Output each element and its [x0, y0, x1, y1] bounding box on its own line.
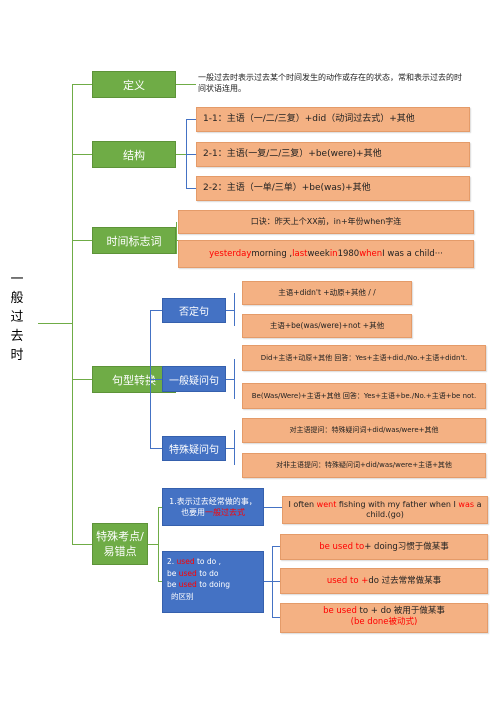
trap-box-2-line: 的区别: [171, 591, 194, 601]
question-node: 一般疑问句: [162, 366, 226, 392]
time-word: I was a child···: [382, 248, 443, 259]
structure-item: 2-2：主语（一单/三单）+be(was)+其他: [196, 176, 470, 201]
used-to-line: be used to + do 被用于做某事: [323, 606, 445, 616]
structure-item: 1-1：主语（一/二/三复）+did（动词过去式）+其他: [196, 107, 470, 132]
branch-connector: [72, 84, 92, 85]
traps-label: 特殊考点/易错点: [96, 530, 144, 558]
time-words-node: 时间标志词: [92, 227, 176, 254]
sentence-link: [150, 379, 162, 380]
root-connector: [38, 323, 72, 324]
special-node: 特殊疑问句: [162, 436, 226, 461]
used-to-line: (be done被动式): [350, 616, 418, 627]
question-tick: [226, 379, 234, 380]
question-bracket: [234, 359, 235, 399]
negative-node: 否定句: [162, 298, 226, 323]
used-to-item: used to + do 过去常常做某事: [280, 568, 488, 594]
sentence-link: [150, 310, 162, 311]
title-char: 过: [10, 310, 24, 325]
special-item: 对非主语提问：特殊疑问词+did/was/were+主语+其他: [242, 453, 486, 478]
sentence-hook: [140, 379, 150, 380]
title-char: 时: [10, 348, 24, 363]
time-word: last: [292, 248, 308, 259]
structure-node: 结构: [92, 141, 176, 168]
trap-box-2-line: be used to do: [167, 568, 219, 578]
structure-tick: [186, 119, 196, 120]
title-char: 去: [10, 329, 24, 344]
trap1-example: I often went fishing with my father when…: [282, 496, 488, 524]
used-to-item: be used to + doing习惯于做某事: [280, 534, 488, 560]
structure-connector: [176, 154, 186, 155]
traps-node: 特殊考点/易错点: [92, 523, 148, 565]
trap2-bracket: [272, 546, 273, 618]
traps-connector: [148, 544, 158, 545]
time-word: when: [359, 248, 383, 259]
structure-tick: [186, 188, 196, 189]
branch-connector: [72, 379, 92, 380]
time-examples: yesterday morning ,last week in 1980 whe…: [178, 240, 474, 268]
definition-node: 定义: [92, 71, 176, 98]
time-word: 1980: [337, 248, 360, 259]
title-char: 般: [10, 291, 24, 306]
negative-tick: [226, 310, 234, 311]
trap2-connector: [264, 581, 272, 582]
branch-connector: [72, 154, 92, 155]
trap-box-2-line: be used to doing: [167, 580, 231, 589]
trap-box-2: 2. used to do , be used to do be used to…: [162, 551, 264, 613]
question-item: Did+主语+动原+其他 回答：Yes+主语+did./No.+主语+didn'…: [242, 345, 486, 371]
trap2-tick: [272, 546, 280, 547]
time-connector: [176, 240, 178, 241]
trap2-tick: [272, 581, 280, 582]
trap-box-1-text: 1.表示过去经常做的事，也要用一般过去式: [169, 497, 257, 517]
main-spine: [72, 84, 73, 544]
negative-bracket: [234, 293, 235, 326]
trap1-connector: [264, 507, 282, 508]
time-bracket: [176, 222, 177, 254]
time-mnemonic: 口诀：昨天上个XX前，in+年份when字连: [178, 210, 474, 234]
question-item: Be(Was/Were)+主语+其他 回答：Yes+主语+be./No.+主语+…: [242, 383, 486, 409]
traps-tick: [158, 581, 162, 582]
definition-connector: [176, 84, 196, 85]
negative-item: 主语+didn't +动原+其他 / /: [242, 281, 412, 305]
diagram-title: 一 般 过 去 时: [6, 270, 28, 365]
negative-item: 主语+be(was/were)+not +其他: [242, 314, 412, 338]
time-word: morning ,: [251, 248, 293, 259]
trap-box-2-line: 2. used to do ,: [167, 557, 222, 566]
used-to-item: be used to + do 被用于做某事 (be done被动式): [280, 603, 488, 633]
special-bracket: [234, 430, 235, 465]
trap2-tick: [272, 617, 280, 618]
definition-text: 一般过去时表示过去某个时间发生的动作或存在的状态，常和表示过去的时间状语连用。: [198, 73, 462, 93]
branch-connector: [72, 240, 92, 241]
special-item: 对主语提问：特殊疑问词+did/was/were+其他: [242, 418, 486, 443]
time-word: week: [307, 248, 330, 259]
structure-tick: [186, 154, 196, 155]
time-word: in: [329, 248, 338, 259]
traps-bracket: [158, 507, 159, 581]
branch-connector: [72, 544, 92, 545]
structure-item: 2-1：主语(一复/二/三复）+be(were)+其他: [196, 142, 470, 167]
sentence-link: [150, 448, 162, 449]
special-tick: [226, 448, 234, 449]
time-word: yesterday: [209, 248, 252, 259]
trap1-example-text: I often went fishing with my father when…: [288, 500, 482, 519]
trap-box-1: 1.表示过去经常做的事，也要用一般过去式: [162, 488, 264, 526]
traps-tick: [158, 507, 162, 508]
title-char: 一: [10, 272, 24, 287]
